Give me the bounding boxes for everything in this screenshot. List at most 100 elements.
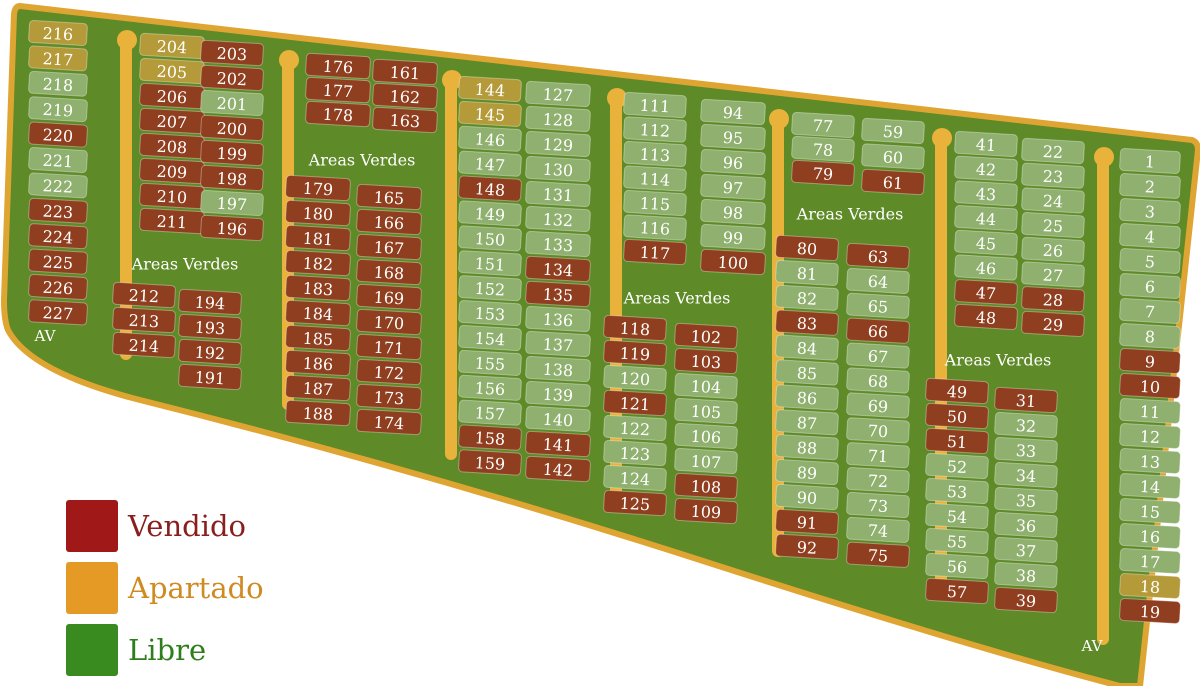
lot-104[interactable]: 104	[674, 372, 738, 400]
lot-135[interactable]: 135	[525, 280, 591, 308]
lot-149[interactable]: 149	[458, 200, 522, 227]
lot-38[interactable]: 38	[994, 561, 1058, 589]
lot-211[interactable]: 211	[139, 207, 205, 235]
lot-97[interactable]: 97	[700, 173, 766, 201]
lot-188[interactable]: 188	[285, 399, 351, 427]
lot-163[interactable]: 163	[372, 106, 438, 134]
lot-191[interactable]: 191	[178, 363, 242, 391]
lot-56[interactable]: 56	[925, 552, 989, 580]
lot-48[interactable]: 48	[954, 303, 1018, 330]
lot-6[interactable]: 6	[1119, 272, 1181, 300]
lot-213[interactable]: 213	[112, 306, 176, 334]
lot-51[interactable]: 51	[925, 427, 989, 455]
lot-179[interactable]: 179	[285, 174, 351, 202]
lot-192[interactable]: 192	[178, 338, 242, 366]
lot-196[interactable]: 196	[200, 214, 264, 242]
lot-129[interactable]: 129	[525, 130, 591, 158]
lot-132[interactable]: 132	[525, 205, 591, 233]
lot-183[interactable]: 183	[285, 274, 351, 302]
lot-94[interactable]: 94	[700, 98, 766, 126]
lot-167[interactable]: 167	[356, 233, 422, 261]
lot-121[interactable]: 121	[603, 389, 667, 417]
lot-55[interactable]: 55	[925, 527, 989, 555]
lot-25[interactable]: 25	[1021, 212, 1085, 239]
lot-79[interactable]: 79	[791, 159, 855, 187]
lot-145[interactable]: 145	[458, 100, 522, 127]
lot-15[interactable]: 15	[1119, 497, 1181, 525]
lot-64[interactable]: 64	[846, 267, 910, 294]
lot-210[interactable]: 210	[139, 182, 205, 210]
lot-107[interactable]: 107	[674, 447, 738, 475]
lot-5[interactable]: 5	[1119, 247, 1181, 275]
lot-197[interactable]: 197	[200, 189, 264, 217]
lot-49[interactable]: 49	[925, 377, 989, 405]
lot-147[interactable]: 147	[458, 150, 522, 177]
lot-69[interactable]: 69	[846, 392, 910, 419]
lot-115[interactable]: 115	[623, 189, 687, 217]
lot-71[interactable]: 71	[846, 442, 910, 469]
lot-29[interactable]: 29	[1021, 310, 1085, 337]
lot-212[interactable]: 212	[112, 281, 176, 309]
lot-113[interactable]: 113	[623, 140, 687, 168]
lot-225[interactable]: 225	[28, 248, 88, 275]
lot-87[interactable]: 87	[775, 409, 839, 436]
lot-185[interactable]: 185	[285, 324, 351, 352]
lot-67[interactable]: 67	[846, 342, 910, 369]
lot-116[interactable]: 116	[623, 214, 687, 241]
lot-156[interactable]: 156	[458, 374, 522, 401]
lot-53[interactable]: 53	[925, 477, 989, 505]
lot-74[interactable]: 74	[846, 516, 910, 543]
lot-174[interactable]: 174	[356, 408, 422, 436]
lot-220[interactable]: 220	[28, 121, 88, 148]
lot-82[interactable]: 82	[775, 284, 839, 311]
lot-39[interactable]: 39	[994, 586, 1058, 614]
lot-24[interactable]: 24	[1021, 187, 1085, 214]
lot-81[interactable]: 81	[775, 259, 839, 286]
lot-98[interactable]: 98	[700, 198, 766, 226]
lot-165[interactable]: 165	[356, 183, 422, 211]
lot-139[interactable]: 139	[525, 380, 591, 408]
lot-159[interactable]: 159	[458, 449, 522, 476]
lot-72[interactable]: 72	[846, 467, 910, 494]
lot-122[interactable]: 122	[603, 414, 667, 442]
lot-202[interactable]: 202	[200, 64, 264, 92]
lot-155[interactable]: 155	[458, 349, 522, 376]
lot-136[interactable]: 136	[525, 305, 591, 333]
lot-137[interactable]: 137	[525, 330, 591, 358]
lot-80[interactable]: 80	[775, 234, 839, 262]
lot-9[interactable]: 9	[1119, 347, 1181, 375]
lot-158[interactable]: 158	[458, 424, 522, 451]
lot-50[interactable]: 50	[925, 402, 989, 430]
lot-172[interactable]: 172	[356, 358, 422, 386]
lot-35[interactable]: 35	[994, 486, 1058, 514]
lot-180[interactable]: 180	[285, 199, 351, 227]
lot-203[interactable]: 203	[200, 39, 264, 67]
lot-91[interactable]: 91	[775, 508, 839, 535]
lot-170[interactable]: 170	[356, 308, 422, 336]
lot-146[interactable]: 146	[458, 125, 522, 152]
lot-120[interactable]: 120	[603, 364, 667, 392]
lot-177[interactable]: 177	[305, 76, 371, 104]
lot-224[interactable]: 224	[28, 223, 88, 250]
lot-214[interactable]: 214	[112, 331, 176, 359]
lot-8[interactable]: 8	[1119, 322, 1181, 350]
lot-59[interactable]: 59	[861, 117, 925, 145]
lot-200[interactable]: 200	[200, 114, 264, 142]
lot-206[interactable]: 206	[139, 82, 205, 110]
lot-205[interactable]: 205	[139, 57, 205, 85]
lot-171[interactable]: 171	[356, 333, 422, 361]
lot-173[interactable]: 173	[356, 383, 422, 411]
lot-187[interactable]: 187	[285, 374, 351, 402]
lot-123[interactable]: 123	[603, 439, 667, 467]
lot-14[interactable]: 14	[1119, 472, 1181, 500]
lot-207[interactable]: 207	[139, 107, 205, 135]
lot-221[interactable]: 221	[28, 147, 88, 173]
lot-226[interactable]: 226	[28, 274, 88, 300]
lot-68[interactable]: 68	[846, 367, 910, 394]
lot-90[interactable]: 90	[775, 483, 839, 511]
lot-42[interactable]: 42	[954, 155, 1018, 182]
lot-109[interactable]: 109	[674, 497, 738, 525]
lot-114[interactable]: 114	[623, 165, 687, 192]
lot-61[interactable]: 61	[861, 168, 925, 196]
lot-102[interactable]: 102	[674, 322, 738, 350]
